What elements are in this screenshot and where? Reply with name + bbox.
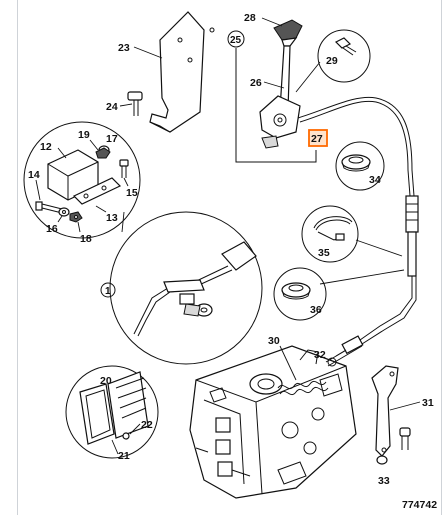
- label-31[interactable]: 31: [422, 397, 434, 409]
- label-23[interactable]: 23: [118, 42, 130, 54]
- bracket-31[interactable]: [371, 365, 399, 457]
- bolt-15[interactable]: [119, 159, 129, 178]
- washer-16[interactable]: [58, 207, 70, 217]
- spring-30[interactable]: [277, 380, 329, 396]
- gasket-plate-21[interactable]: [79, 383, 115, 445]
- leader-21: [111, 439, 119, 455]
- cable-sheath[interactable]: [359, 169, 419, 345]
- leader-29: [295, 61, 321, 93]
- label-26[interactable]: 26: [250, 77, 262, 89]
- label-24[interactable]: 24: [106, 101, 118, 113]
- accelerator-pedal[interactable]: [133, 241, 257, 337]
- bolt-33[interactable]: [376, 427, 411, 465]
- highlight-box-27[interactable]: [308, 129, 328, 147]
- label-19[interactable]: 19: [78, 129, 90, 141]
- plate-13[interactable]: [72, 177, 122, 205]
- detail-circle-pedal: [109, 211, 263, 365]
- label-21[interactable]: 21: [118, 450, 130, 462]
- screw-22[interactable]: [122, 432, 130, 440]
- leader-23: [133, 46, 163, 59]
- leader-36: [319, 269, 405, 285]
- detail-circle-pedal-stop: [23, 121, 141, 239]
- label-36[interactable]: 36: [310, 304, 322, 316]
- group-marker-1: [100, 282, 116, 298]
- leader-22: [129, 423, 141, 435]
- lever-26[interactable]: [259, 45, 301, 149]
- label-29[interactable]: 29: [326, 55, 338, 67]
- screw-29[interactable]: [334, 37, 357, 56]
- leader-detail-pedal: [121, 211, 125, 233]
- grommet-34[interactable]: [341, 154, 371, 172]
- leader-14: [35, 179, 41, 201]
- screw-24[interactable]: [127, 91, 143, 116]
- clip-35[interactable]: [313, 216, 353, 241]
- label-14[interactable]: 14: [28, 169, 40, 181]
- fuel-injection-pump[interactable]: [189, 345, 357, 499]
- label-25[interactable]: 25: [230, 35, 242, 46]
- detail-circle-gasket: [65, 365, 159, 459]
- label-18[interactable]: 18: [80, 233, 92, 245]
- nut-18[interactable]: [69, 211, 83, 223]
- label-22[interactable]: 22: [141, 419, 153, 431]
- throttle-cable-27[interactable]: [297, 96, 413, 171]
- leader-19: [89, 139, 99, 151]
- label-15[interactable]: 15: [126, 187, 138, 199]
- leader-16: [57, 215, 63, 223]
- leader-13: [95, 205, 107, 213]
- label-13[interactable]: 13: [106, 212, 118, 224]
- group-marker-25: [227, 30, 245, 48]
- label-30[interactable]: 30: [268, 335, 280, 347]
- label-20[interactable]: 20: [100, 375, 112, 387]
- leader-35: [355, 239, 403, 257]
- leader-12: [57, 147, 67, 159]
- detail-circle-35: [301, 205, 359, 263]
- detail-circle-36: [273, 267, 327, 321]
- drawing-number: 774742: [402, 499, 437, 511]
- label-16[interactable]: 16: [46, 223, 58, 235]
- leader-18: [77, 221, 81, 233]
- grommet-36[interactable]: [281, 282, 311, 300]
- label-27[interactable]: 27: [311, 133, 323, 145]
- leader-26: [263, 81, 285, 89]
- leader-32: [335, 349, 347, 357]
- detail-circle-34: [335, 141, 385, 191]
- label-35[interactable]: 35: [318, 247, 330, 259]
- leader-15: [123, 177, 129, 187]
- leader-31: [389, 401, 421, 411]
- label-17[interactable]: 17: [106, 133, 118, 145]
- boot-20[interactable]: [107, 371, 149, 439]
- nut-19[interactable]: [95, 147, 111, 159]
- bracket-23[interactable]: [149, 11, 215, 133]
- label-34[interactable]: 34: [369, 174, 381, 186]
- right-page-border: [441, 0, 442, 515]
- label-28[interactable]: 28: [244, 12, 256, 24]
- label-32[interactable]: 32: [314, 349, 326, 361]
- leader-28: [261, 17, 283, 27]
- leader-30: [279, 345, 297, 381]
- label-33[interactable]: 33: [378, 475, 390, 487]
- leader-24: [119, 103, 133, 107]
- label-1[interactable]: 1: [105, 286, 111, 297]
- group-bracket-25: [235, 48, 317, 163]
- label-12[interactable]: 12: [40, 141, 52, 153]
- left-page-border: [17, 0, 18, 515]
- detail-circle-29: [317, 29, 371, 83]
- knob-28[interactable]: [273, 19, 303, 47]
